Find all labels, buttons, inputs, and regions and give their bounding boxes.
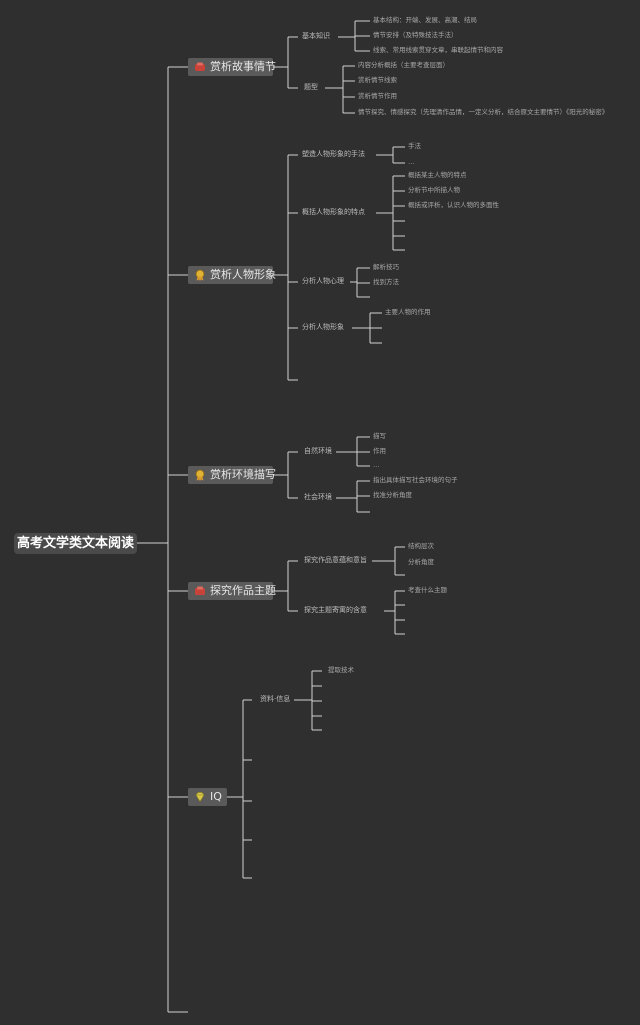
node-character-c-2[interactable]: 找到方法: [373, 278, 399, 286]
node-character-a-1[interactable]: 手法: [408, 142, 421, 150]
topic-plot-label: 赏析故事情节: [210, 60, 276, 73]
node-iq-a[interactable]: 资料·信息: [260, 695, 291, 703]
topic-character-label: 赏析人物形象: [210, 268, 276, 281]
node-environment-a-3[interactable]: …: [373, 461, 380, 469]
node-environment-a-2[interactable]: 作用: [373, 447, 386, 455]
node-character-b-3[interactable]: 概括或评析，认识人物的多面性: [408, 201, 499, 209]
node-theme-b-1[interactable]: 考查什么主题: [408, 586, 447, 594]
topic-environment[interactable]: 赏析环境描写: [188, 466, 276, 484]
topic-iq[interactable]: IQ: [188, 788, 227, 806]
node-plot-basic-1[interactable]: 基本结构：开端、发展、高潮、结局: [373, 16, 477, 24]
node-environment-b-1[interactable]: 指出具体描写社会环境的句子: [373, 476, 458, 484]
node-plot-basic-2[interactable]: 情节安排（及特殊技法手法）: [373, 31, 458, 39]
topic-theme-label: 探究作品主题: [210, 584, 276, 597]
topic-character[interactable]: 赏析人物形象: [188, 266, 276, 284]
node-environment-b[interactable]: 社会环境: [304, 493, 332, 501]
node-environment-a-1[interactable]: 描写: [373, 432, 386, 440]
node-character-d-1[interactable]: 主要人物的作用: [385, 308, 431, 316]
topic-environment-label: 赏析环境描写: [210, 468, 276, 481]
node-iq-a-1[interactable]: 提取技术: [328, 666, 354, 674]
node-plot-basic[interactable]: 基本知识: [302, 32, 330, 40]
node-plot-question-1[interactable]: 内容分析概括（主要考查层面）: [358, 61, 449, 69]
red-box-icon: [195, 62, 205, 71]
node-plot-question-3[interactable]: 赏析情节作用: [358, 92, 397, 100]
node-character-a-2[interactable]: …: [408, 158, 415, 166]
node-character-b-2[interactable]: 分析节中所描人物: [408, 186, 460, 194]
node-character-a[interactable]: 塑造人物形象的手法: [302, 150, 365, 158]
node-theme-a[interactable]: 探究作品意蕴和意旨: [304, 556, 367, 564]
node-plot-question[interactable]: 题型: [304, 83, 318, 91]
node-character-b-1[interactable]: 概括某主人物的特点: [408, 171, 467, 179]
node-theme-b[interactable]: 探究主题寄寓的含意: [304, 606, 367, 614]
gold-medal-icon: [195, 269, 205, 281]
root-node[interactable]: 高考文学类文本阅读: [14, 533, 137, 554]
red-box-icon: [195, 586, 205, 595]
node-theme-a-1[interactable]: 结构层次: [408, 542, 434, 550]
gold-medal-icon: [195, 469, 205, 481]
topic-theme[interactable]: 探究作品主题: [188, 582, 276, 600]
root-node-label: 高考文学类文本阅读: [16, 536, 134, 551]
node-environment-a[interactable]: 自然环境: [304, 447, 332, 455]
topic-plot[interactable]: 赏析故事情节: [188, 58, 276, 76]
node-character-b[interactable]: 概括人物形象的特点: [302, 208, 365, 216]
node-theme-a-2[interactable]: 分析角度: [408, 558, 434, 566]
node-plot-question-4[interactable]: 情节探究、情感探究（先理清作品情，一定义分析，结合原文主要情节）《阳光的秘密》: [358, 108, 609, 116]
node-plot-basic-3[interactable]: 线索、常用线索贯穿文章，串联起情节和内容: [373, 46, 503, 54]
topic-iq-label: IQ: [210, 790, 222, 803]
node-character-c-1[interactable]: 解析技巧: [373, 263, 399, 271]
node-character-c[interactable]: 分析人物心理: [302, 277, 344, 285]
node-plot-question-2[interactable]: 赏析情节线索: [358, 76, 397, 84]
node-character-d[interactable]: 分析人物形象: [302, 323, 344, 331]
diamond-icon: [195, 792, 205, 803]
node-environment-b-2[interactable]: 找准分析角度: [373, 491, 412, 499]
